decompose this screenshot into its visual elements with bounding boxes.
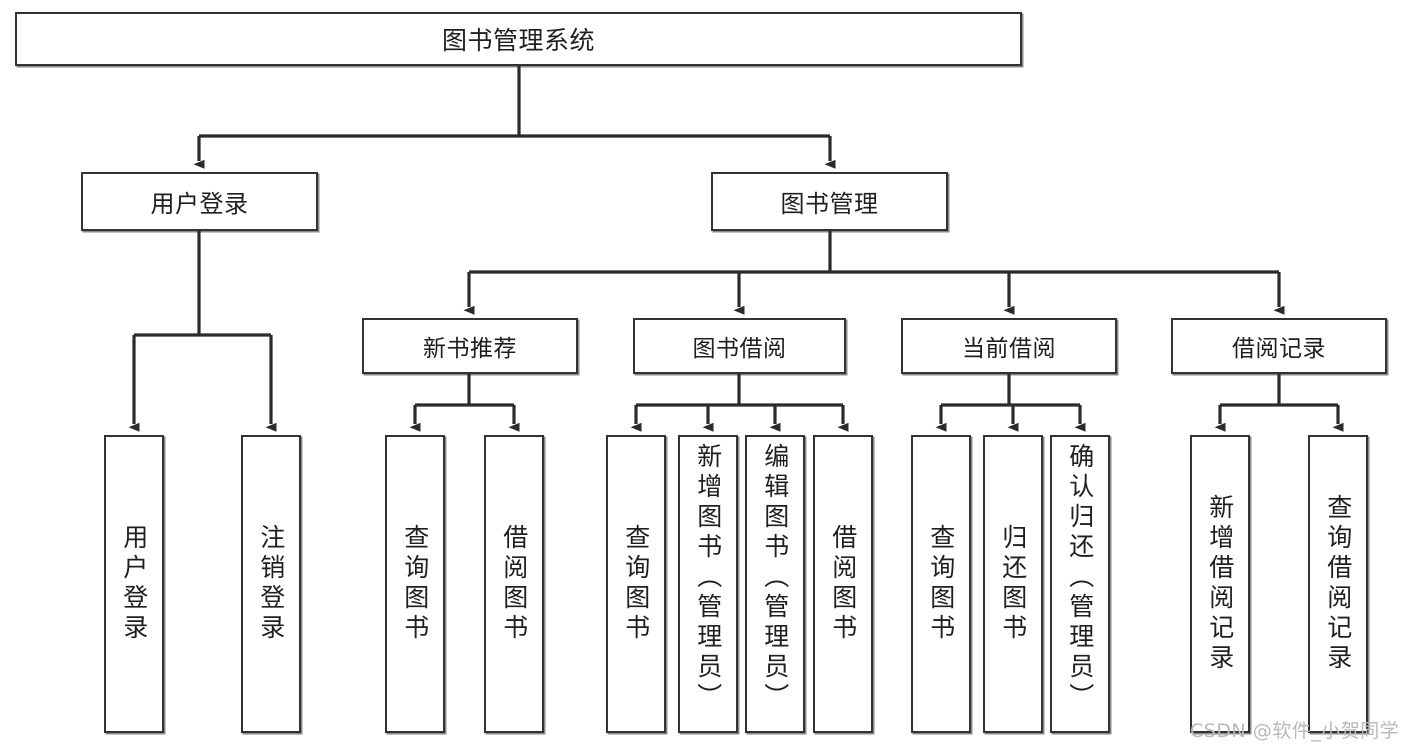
node-book-manage-label: 图书管理 bbox=[780, 190, 879, 218]
node-leaf-confirm-return[interactable]: 确认归还（管理员） bbox=[1050, 435, 1110, 733]
node-leaf-user-logout[interactable]: 注销登录 bbox=[241, 435, 301, 733]
node-book-manage[interactable]: 图书管理 bbox=[711, 172, 948, 231]
node-user-login-label: 用户登录 bbox=[150, 190, 249, 218]
node-leaf-user-login-label: 用户登录 bbox=[119, 524, 149, 644]
node-leaf-borrow-book[interactable]: 借阅图书 bbox=[813, 435, 873, 733]
node-borrow-record-label: 借阅记录 bbox=[1232, 336, 1326, 362]
node-leaf-add-record-label: 新增借阅记录 bbox=[1205, 494, 1235, 674]
node-leaf-borrow-book-label: 借阅图书 bbox=[828, 524, 858, 644]
node-leaf-query-current[interactable]: 查询图书 bbox=[911, 435, 971, 733]
node-root[interactable]: 图书管理系统 bbox=[15, 12, 1022, 66]
node-leaf-user-login[interactable]: 用户登录 bbox=[104, 435, 164, 733]
node-leaf-query-record-label: 查询借阅记录 bbox=[1323, 494, 1353, 674]
node-user-login[interactable]: 用户登录 bbox=[81, 172, 318, 231]
node-leaf-return-book-label: 归还图书 bbox=[998, 524, 1028, 644]
node-leaf-add-book[interactable]: 新增图书（管理员） bbox=[678, 435, 738, 733]
node-current-borrow[interactable]: 当前借阅 bbox=[901, 318, 1117, 374]
csdn-watermark: CSDN @软件_小贺同学 bbox=[1190, 720, 1400, 742]
node-leaf-edit-book-label: 编辑图书（管理员） bbox=[760, 443, 790, 713]
node-borrow-record[interactable]: 借阅记录 bbox=[1171, 318, 1387, 374]
node-leaf-user-logout-label: 注销登录 bbox=[256, 524, 286, 644]
node-book-borrow[interactable]: 图书借阅 bbox=[633, 318, 846, 374]
node-leaf-query-book-label: 查询图书 bbox=[621, 524, 651, 644]
node-leaf-return-book[interactable]: 归还图书 bbox=[983, 435, 1043, 733]
node-new-book-rec[interactable]: 新书推荐 bbox=[362, 318, 578, 374]
node-leaf-query-record[interactable]: 查询借阅记录 bbox=[1308, 435, 1368, 733]
node-current-borrow-label: 当前借阅 bbox=[962, 336, 1056, 362]
node-leaf-query-book-rec-label: 查询图书 bbox=[400, 524, 430, 644]
node-leaf-borrow-book-rec-label: 借阅图书 bbox=[499, 524, 529, 644]
node-leaf-query-current-label: 查询图书 bbox=[926, 524, 956, 644]
node-root-label: 图书管理系统 bbox=[441, 26, 595, 55]
node-leaf-confirm-return-label: 确认归还（管理员） bbox=[1065, 443, 1095, 713]
node-leaf-query-book-rec[interactable]: 查询图书 bbox=[385, 435, 445, 733]
node-book-borrow-label: 图书借阅 bbox=[692, 336, 787, 362]
node-leaf-borrow-book-rec[interactable]: 借阅图书 bbox=[484, 435, 544, 733]
node-leaf-add-record[interactable]: 新增借阅记录 bbox=[1190, 435, 1250, 733]
node-leaf-add-book-label: 新增图书（管理员） bbox=[693, 443, 723, 713]
node-new-book-rec-label: 新书推荐 bbox=[423, 336, 517, 362]
node-leaf-query-book[interactable]: 查询图书 bbox=[606, 435, 666, 733]
node-leaf-edit-book[interactable]: 编辑图书（管理员） bbox=[745, 435, 805, 733]
